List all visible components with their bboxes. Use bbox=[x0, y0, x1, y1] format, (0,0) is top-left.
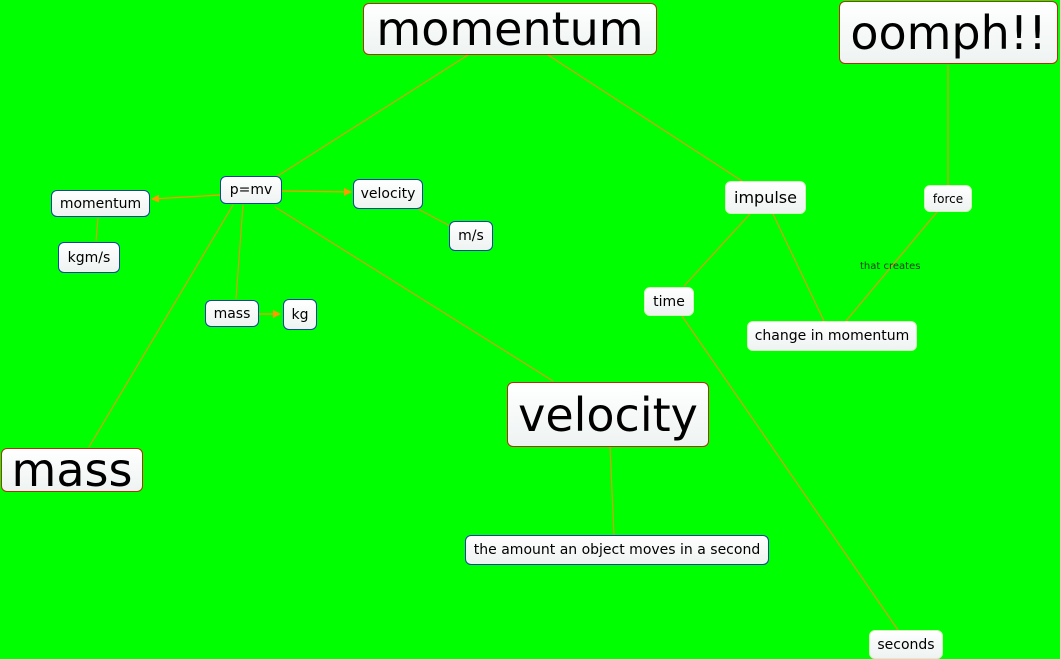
link-momentum-impulse bbox=[547, 54, 743, 182]
concept-mass-small[interactable]: mass bbox=[205, 300, 259, 327]
link-force-change bbox=[845, 211, 938, 322]
link-formula-mass-small bbox=[235, 204, 244, 300]
concept-kgm-s[interactable]: kgm/s bbox=[58, 242, 120, 273]
concept-momentum-main[interactable]: momentum bbox=[363, 2, 657, 56]
link-impulse-time bbox=[683, 213, 751, 287]
link-formula-momentum-small[interactable] bbox=[151, 194, 221, 203]
concept-m-s[interactable]: m/s bbox=[449, 221, 493, 251]
link-label-that-creates: that creates bbox=[860, 261, 921, 272]
link-momentum-kgm bbox=[95, 217, 99, 242]
link-impulse-change bbox=[772, 213, 825, 322]
link-formula-velocity-small[interactable] bbox=[281, 187, 352, 196]
concept-mass-main[interactable]: mass bbox=[1, 443, 143, 497]
concept-kg[interactable]: kg bbox=[283, 299, 317, 330]
link-formula-velocity-main bbox=[274, 206, 554, 382]
link-time-seconds bbox=[681, 315, 899, 631]
link-momentum-formula bbox=[275, 54, 469, 178]
link-formula-mass-main bbox=[88, 204, 234, 448]
concept-change-in-momentum[interactable]: change in momentum bbox=[747, 321, 917, 351]
concept-formula[interactable]: p=mv bbox=[220, 176, 282, 204]
concept-velocity-definition[interactable]: the amount an object moves in a second bbox=[465, 535, 769, 565]
concept-force[interactable]: force bbox=[924, 185, 972, 212]
concept-time[interactable]: time bbox=[644, 287, 694, 316]
concept-velocity-small[interactable]: velocity bbox=[353, 179, 423, 209]
link-velocity-definition bbox=[609, 446, 615, 536]
concept-impulse[interactable]: impulse bbox=[725, 181, 806, 214]
link-velocity-ms bbox=[417, 208, 453, 228]
concept-velocity-main[interactable]: velocity bbox=[507, 382, 709, 447]
concept-seconds[interactable]: seconds bbox=[869, 630, 943, 659]
concept-momentum-small[interactable]: momentum bbox=[51, 190, 150, 217]
concept-oomph[interactable]: oomph!! bbox=[839, 1, 1058, 64]
